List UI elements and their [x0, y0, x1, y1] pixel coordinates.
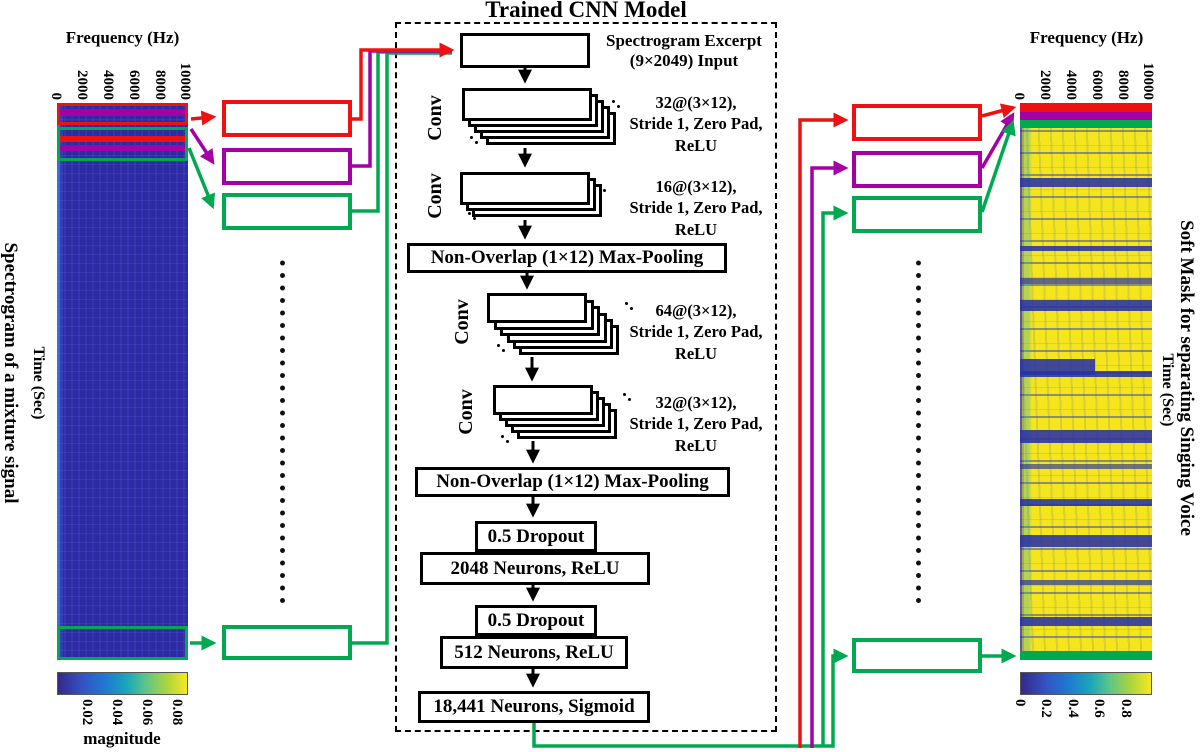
excerpt-window-green-last — [57, 626, 188, 660]
conv-spec-2: 16@(3×12), Stride 1, Zero Pad, ReLU — [629, 177, 763, 239]
right-freq-tick: 6000 — [1089, 70, 1105, 100]
right-colorbar — [1020, 672, 1152, 695]
right-colorbar-tick: 0.4 — [1065, 699, 1081, 718]
line-output-to-magenta-box — [810, 160, 849, 748]
right-freq-tick: 0 — [1011, 92, 1027, 101]
mask-strip-magenta — [1020, 112, 1152, 120]
right-freq-tick: 10000 — [1140, 62, 1156, 101]
mask-strip-red — [1020, 103, 1152, 112]
mask-box-green-last — [852, 638, 982, 673]
left-freq-tick: 10000 — [177, 62, 193, 101]
right-colorbar-tick: 0.2 — [1038, 699, 1054, 718]
left-freq-tick: 4000 — [100, 70, 116, 100]
mask-box-red — [852, 104, 982, 141]
dropout-box-1: 0.5 Dropout — [475, 521, 597, 552]
arrow-magenta-to-box — [189, 128, 215, 165]
mask-box-magenta — [852, 151, 982, 188]
maxpool-box-1: Non-Overlap (1×12) Max-Pooling — [407, 243, 727, 273]
figure-title: Trained CNN Model — [485, 0, 687, 22]
left-freq-tick: 0 — [48, 92, 64, 101]
arrow-magenta-to-mask — [980, 112, 1015, 169]
excerpt-box-green-last — [222, 625, 352, 660]
right-colorbar-tick: 0.6 — [1091, 699, 1107, 718]
left-colorbar-tick: 0.08 — [169, 699, 185, 726]
left-colorbar-label: magnitude — [83, 729, 161, 748]
right-side-label: Soft Mask for separating Singing Voice — [1176, 220, 1197, 536]
right-freq-axis-label: Frequency (Hz) — [1029, 28, 1144, 47]
mixture-spectrogram — [57, 103, 188, 660]
right-freq-tick: 2000 — [1037, 70, 1053, 100]
excerpt-window-green — [57, 127, 188, 161]
left-freq-tick: 6000 — [126, 70, 142, 100]
output-box: 18,441 Neurons, Sigmoid — [418, 691, 650, 723]
dropout-box-2: 0.5 Dropout — [475, 605, 597, 636]
mask-texture — [1020, 128, 1152, 651]
cnn-input-box — [460, 33, 590, 68]
cnn-input-label: Spectrogram Excerpt (9×2049) Input — [606, 31, 762, 71]
conv-spec-4: 32@(3×12), Stride 1, Zero Pad, ReLU — [629, 393, 763, 455]
excerpt-stripe-magenta — [57, 109, 188, 116]
right-time-axis-label: Time (Sec) — [1159, 353, 1176, 427]
maxpool-box-2: Non-Overlap (1×12) Max-Pooling — [415, 467, 730, 497]
excerpt-box-red — [222, 100, 352, 137]
left-colorbar-tick: 0.06 — [139, 699, 155, 726]
conv-spec-3: 64@(3×12), Stride 1, Zero Pad, ReLU — [629, 301, 763, 363]
excerpt-stripe-magenta — [57, 145, 188, 151]
left-freq-tick: 2000 — [74, 70, 90, 100]
line-output-to-red-box — [798, 112, 849, 748]
right-freq-tick: 4000 — [1063, 70, 1079, 100]
mask-box-green — [852, 196, 982, 233]
left-colorbar — [57, 672, 188, 695]
line-output-to-green-box — [821, 205, 849, 746]
left-colorbar-tick: 0.04 — [109, 699, 125, 726]
arrow-red-to-box — [190, 110, 217, 126]
right-ellipsis-dots — [916, 257, 921, 605]
left-colorbar-tick: 0.02 — [79, 699, 95, 726]
excerpt-window-red — [57, 103, 188, 125]
excerpt-stripe-red — [57, 136, 188, 142]
right-colorbar-tick: 0.8 — [1118, 699, 1134, 718]
left-freq-axis-label: Frequency (Hz) — [65, 28, 180, 47]
left-freq-tick: 8000 — [152, 70, 168, 100]
left-side-label: Spectrogram of a mixture signal — [0, 242, 21, 504]
fc-box-512: 512 Neurons, ReLU — [440, 636, 628, 669]
arrow-red-to-mask — [981, 103, 1017, 118]
fc-box-2048: 2048 Neurons, ReLU — [420, 552, 650, 585]
arrow-green-to-box — [187, 147, 216, 210]
conv-spec-1: 32@(3×12), Stride 1, Zero Pad, ReLU — [629, 93, 763, 155]
right-colorbar-tick: 0 — [1012, 699, 1028, 707]
soft-mask-spectrogram — [1020, 103, 1152, 660]
left-ellipsis-dots — [280, 257, 285, 605]
right-freq-tick: 8000 — [1115, 70, 1131, 100]
excerpt-box-magenta — [222, 148, 352, 185]
mask-strip-green — [1020, 120, 1152, 128]
left-time-axis-label: Time (Sec) — [30, 346, 47, 420]
mask-strip-green-last — [1020, 651, 1152, 660]
excerpt-box-green — [222, 193, 352, 230]
arrow-green-to-mask — [980, 119, 1016, 213]
